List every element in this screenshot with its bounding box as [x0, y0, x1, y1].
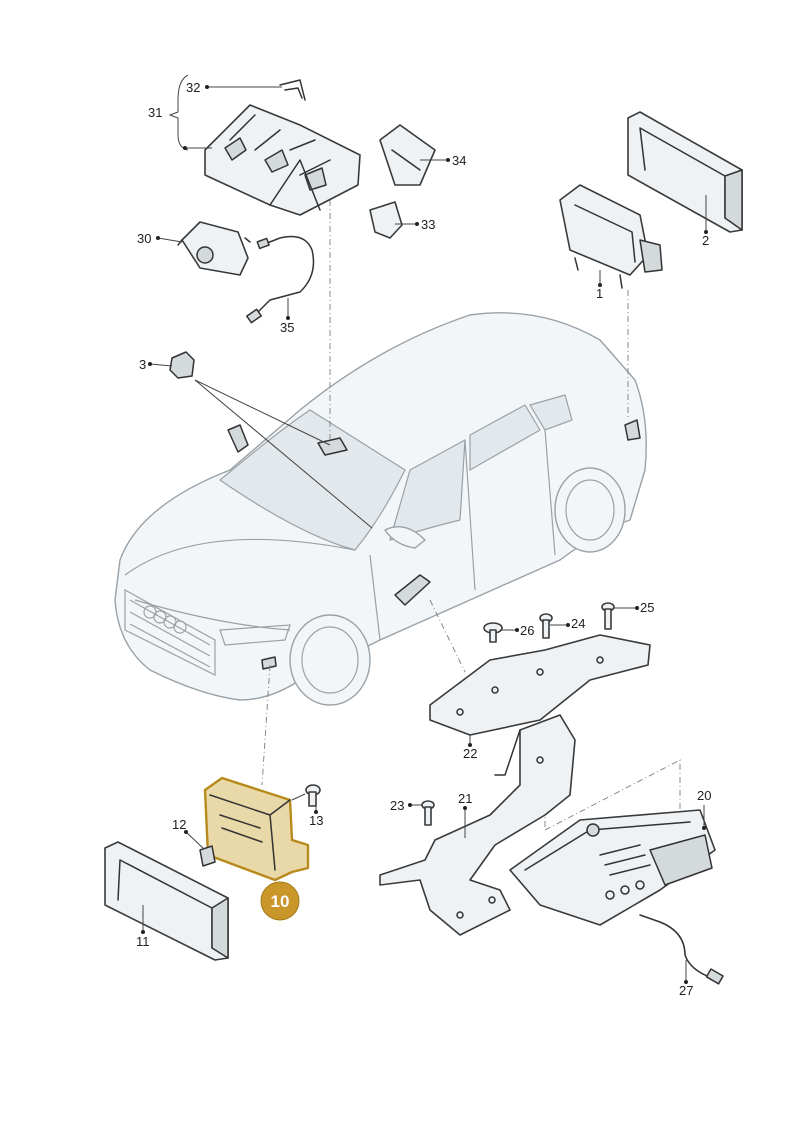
part-35-cable	[246, 235, 315, 324]
part-10-badge: 10	[260, 881, 300, 921]
part-11-frame	[104, 841, 229, 961]
label-2: 2	[702, 233, 709, 248]
part-22-plate	[429, 634, 651, 736]
part-34-cover	[379, 124, 436, 186]
part-24-screw	[539, 613, 553, 639]
part-31-bracket	[204, 104, 361, 216]
label-27: 27	[679, 983, 693, 998]
car-illustration	[114, 312, 647, 706]
label-11: 11	[136, 934, 150, 949]
leader-lines	[141, 85, 708, 984]
part-27-cable	[639, 914, 724, 985]
label-1: 1	[596, 286, 603, 301]
label-13: 13	[309, 813, 323, 828]
label-22: 22	[463, 746, 477, 761]
label-35: 35	[280, 320, 294, 335]
part-20-control-module	[509, 809, 716, 926]
brace-31	[168, 74, 189, 151]
label-20: 20	[697, 788, 711, 803]
part-30-camera	[177, 221, 251, 276]
part-25-screw	[601, 602, 615, 630]
label-31: 31	[148, 105, 162, 120]
part-12-clip	[199, 845, 216, 867]
label-32: 32	[186, 80, 200, 95]
label-34: 34	[452, 153, 466, 168]
dashed-leaders	[194, 200, 681, 831]
part-32-clip	[279, 79, 306, 101]
label-24: 24	[571, 616, 585, 631]
part-1-control-unit	[559, 184, 663, 289]
label-3: 3	[139, 357, 146, 372]
part-labels: 32 31 34 33 30 35 3 1 2 26 24 25 22 23 2…	[136, 80, 711, 998]
label-25: 25	[640, 600, 654, 615]
part-10-label: 10	[271, 892, 290, 911]
part-33-cap	[369, 201, 403, 239]
label-12: 12	[172, 817, 186, 832]
part-3-sensor	[169, 351, 195, 379]
part-2-frame	[627, 111, 743, 233]
part-10-radar-sensor-highlighted	[203, 776, 310, 882]
label-21: 21	[458, 791, 472, 806]
part-23-screw	[421, 800, 435, 826]
label-23: 23	[390, 798, 404, 813]
part-26-bolt	[483, 622, 503, 643]
part-13-screw	[305, 784, 321, 807]
label-33: 33	[421, 217, 435, 232]
label-26: 26	[520, 623, 534, 638]
part-21-bracket	[379, 714, 576, 936]
label-30: 30	[137, 231, 151, 246]
